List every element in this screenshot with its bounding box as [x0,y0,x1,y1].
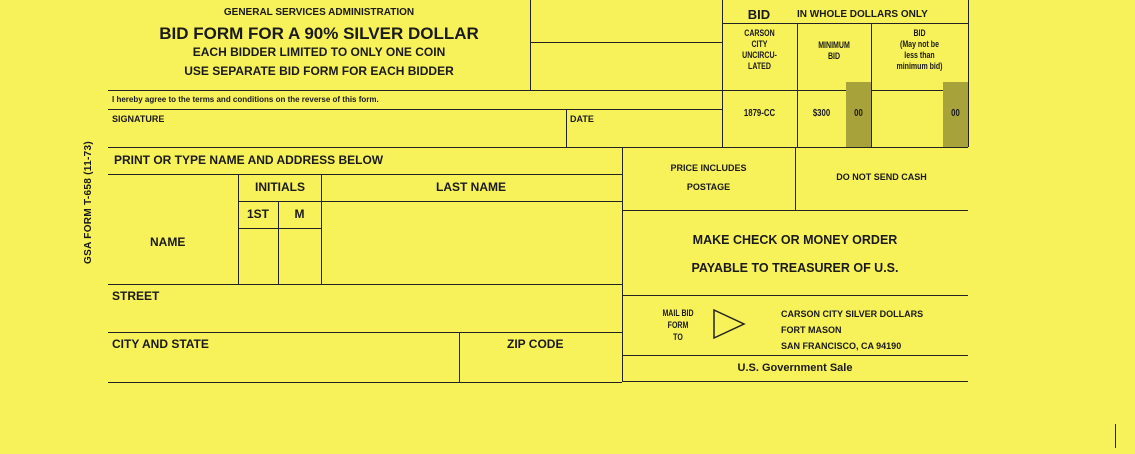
first-initial-label: 1ST [246,207,269,221]
bid-label: BID [747,7,771,22]
city-state-label: CITY AND STATE [112,337,209,351]
bid-cents: 00 [951,108,960,119]
bid-amount-field[interactable] [871,100,943,140]
agency-name: GENERAL SERVICES ADMINISTRATION [223,7,415,18]
middle-initial-label: M [294,207,305,221]
form-title: BID FORM FOR A 90% SILVER DOLLAR [159,24,479,43]
last-name-label: LAST NAME [436,180,506,194]
form-number-text: GSA FORM T-658 (11-73) [82,140,94,264]
name-section-header: PRINT OR TYPE NAME AND ADDRESS BELOW [114,153,384,167]
first-initial-field[interactable] [240,230,277,282]
check-instruction-2: PAYABLE TO TREASURER OF U.S. [691,261,899,275]
date-field[interactable] [605,112,717,144]
check-instruction-1: MAKE CHECK OR MONEY ORDER [692,233,898,247]
col-header-carson-city: CARSON CITY UNCIRCU- LATED [742,28,777,71]
header-line-2: EACH BIDDER LIMITED TO ONLY ONE COIN [192,45,446,59]
street-label: STREET [112,289,160,303]
coin-year: 1879-CC [743,108,776,119]
street-field[interactable] [110,304,620,330]
city-state-field[interactable] [110,352,457,380]
last-name-field[interactable] [323,203,620,282]
mail-bid-label: MAIL BID FORM TO [662,308,694,342]
signature-field[interactable] [180,112,560,144]
postage: POSTAGE [686,182,731,192]
government-sale: U.S. Government Sale [737,362,853,374]
agreement-text: I hereby agree to the terms and conditio… [112,95,379,104]
zip-code-field[interactable] [461,352,620,380]
minimum-bid-cents: 00 [854,108,863,119]
arrow-right-icon [713,308,746,340]
col-header-minimum-bid: MINIMUM BID [818,40,850,61]
middle-initial-field[interactable] [280,230,320,282]
initials-label: INITIALS [255,180,305,194]
header-line-3: USE SEPARATE BID FORM FOR EACH BIDDER [184,64,454,78]
zip-code-label: ZIP CODE [507,337,564,351]
signature-label: SIGNATURE [112,114,165,124]
do-not-send-cash: DO NOT SEND CASH [836,172,927,182]
form-number-label: GSA FORM T-658 (11-73) [78,141,98,264]
price-includes: PRICE INCLUDES [670,163,747,173]
col-header-bid: BID (May not be less than minimum bid) [896,28,943,71]
whole-dollars-note: IN WHOLE DOLLARS ONLY [797,9,928,20]
minimum-bid-value: $300 [812,108,831,119]
mailing-address: CARSON CITY SILVER DOLLARS FORT MASON SA… [781,309,924,351]
name-label: NAME [150,235,186,249]
date-label: DATE [570,114,594,124]
